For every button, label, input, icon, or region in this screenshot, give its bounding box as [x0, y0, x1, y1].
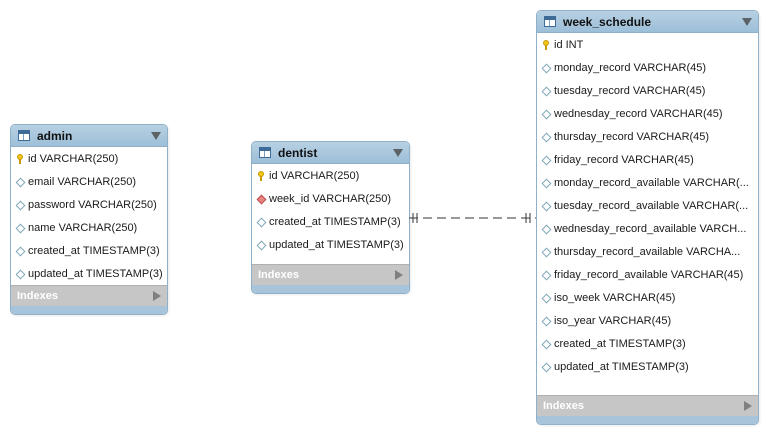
table-header[interactable]: dentist — [252, 142, 409, 164]
collapse-arrow-icon[interactable] — [393, 148, 403, 157]
table-week-schedule[interactable]: week_schedule id INT monday_record VARCH… — [536, 10, 759, 425]
collapse-arrow-icon[interactable] — [151, 131, 161, 140]
column-row[interactable]: id VARCHAR(250) — [252, 164, 409, 187]
table-footer — [252, 285, 409, 293]
indexes-label: Indexes — [17, 290, 58, 302]
table-icon — [544, 16, 556, 27]
collapse-arrow-icon[interactable] — [742, 17, 752, 26]
column-list: id VARCHAR(250) week_id VARCHAR(250) cre… — [252, 164, 409, 256]
table-footer — [11, 306, 167, 314]
expand-arrow-icon[interactable] — [153, 291, 161, 301]
table-header[interactable]: admin — [11, 125, 167, 147]
table-name: dentist — [278, 145, 318, 160]
expand-arrow-icon[interactable] — [395, 270, 403, 280]
table-name: week_schedule — [563, 14, 652, 29]
primary-key-icon — [16, 153, 24, 165]
indexes-bar[interactable]: Indexes — [11, 285, 167, 306]
table-dentist[interactable]: dentist id VARCHAR(250) week_id VARCHAR(… — [251, 141, 410, 294]
table-header[interactable]: week_schedule — [537, 11, 758, 33]
column-row[interactable]: id VARCHAR(250) — [11, 147, 167, 170]
table-icon — [259, 147, 271, 158]
column-list: id INT monday_record VARCHAR(45) tuesday… — [537, 33, 758, 378]
indexes-bar[interactable]: Indexes — [537, 395, 758, 416]
table-icon — [18, 130, 30, 141]
table-name: admin — [37, 128, 73, 143]
table-admin[interactable]: admin id VARCHAR(250) email VARCHAR(250)… — [10, 124, 168, 315]
expand-arrow-icon[interactable] — [744, 401, 752, 411]
column-list: id VARCHAR(250) email VARCHAR(250) passw… — [11, 147, 167, 285]
indexes-label: Indexes — [258, 269, 299, 281]
indexes-bar[interactable]: Indexes — [252, 264, 409, 285]
primary-key-icon — [257, 170, 265, 182]
primary-key-icon — [542, 39, 550, 51]
table-footer — [537, 416, 758, 424]
column-row[interactable]: id INT — [537, 33, 758, 56]
indexes-label: Indexes — [543, 400, 584, 412]
